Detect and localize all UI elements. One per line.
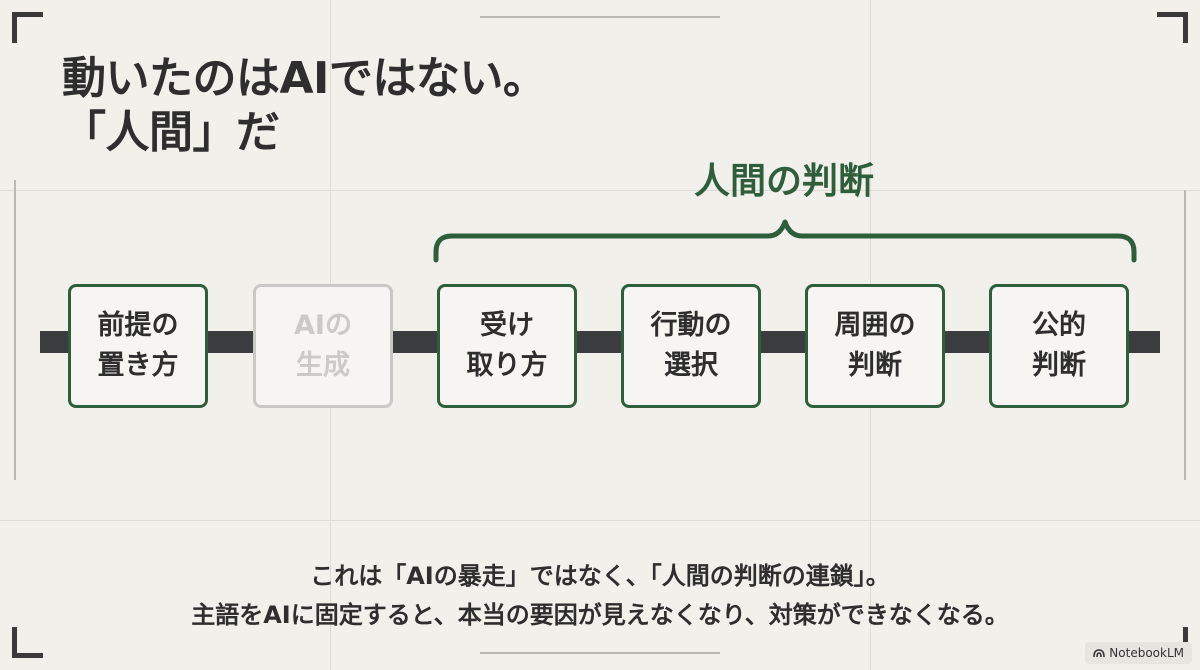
step-premise: 前提の 置き方 [68,284,208,408]
group-bracket [433,219,1137,263]
step-label: AIの 生成 [294,310,352,381]
notebooklm-logo-icon [1093,649,1106,658]
step-surrounding-judgment: 周囲の 判断 [805,284,945,408]
step-label: 行動の 選択 [650,310,732,381]
step-reception: 受け 取り方 [437,284,577,408]
frame-corner-bottom-left [12,627,43,658]
badge-text: NotebookLM [1109,646,1184,660]
footer-line-1: これは「AIの暴走」ではなく、「人間の判断の連鎖」。 [310,562,890,590]
title-line-1: 動いたのはAIではない。 [62,53,547,104]
step-public-judgment: 公的 判断 [989,284,1129,408]
step-label: 前提の 置き方 [97,310,179,381]
frame-corner-top-left [12,12,43,43]
notebooklm-badge: NotebookLM [1085,642,1192,664]
step-action-choice: 行動の 選択 [621,284,761,408]
frame-tick [480,16,720,18]
title-line-2: 「人間」だ [62,107,280,158]
frame-corner-top-right [1157,12,1188,43]
frame-tick [1184,190,1186,480]
step-label: 周囲の 判断 [834,310,916,381]
human-judgment-label: 人間の判断 [693,161,874,202]
frame-tick [14,180,16,480]
step-ai-generation: AIの 生成 [253,284,393,408]
step-label: 受け 取り方 [466,310,548,381]
frame-tick [480,652,720,654]
page-title: 動いたのはAIではない。 「人間」だ [62,52,547,160]
footer-line-2: 主語をAIに固定すると、本当の要因が見えなくなり、対策ができなくなる。 [191,601,1009,629]
step-label: 公的 判断 [1032,310,1086,381]
grid-line [0,520,1200,521]
grid-line [0,190,1200,191]
